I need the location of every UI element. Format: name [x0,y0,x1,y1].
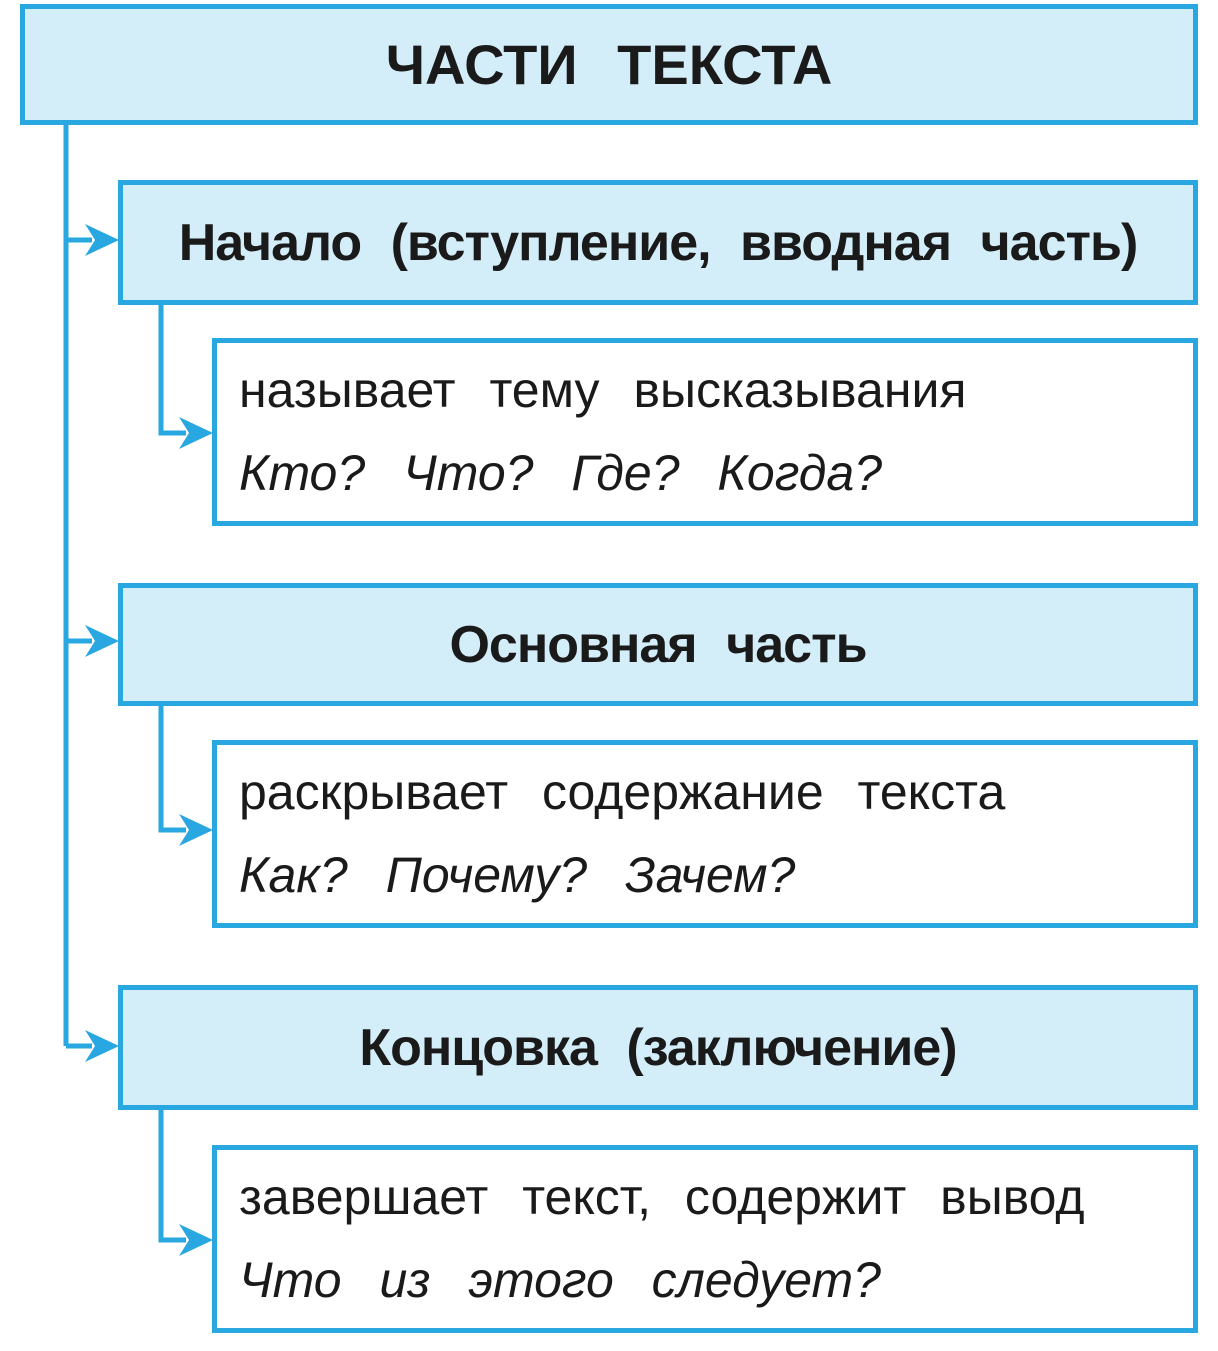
section-heading: Начало (вступление, вводная часть) [178,213,1139,272]
detail-description: раскрывает содержание текста [239,764,1006,820]
main-trunk-line [63,123,92,1049]
detail-description: завершает текст, содержит вывод [239,1169,1085,1225]
diagram-title: ЧАСТИ ТЕКСТА [385,33,833,96]
section-heading: Концовка (заключение) [359,1018,957,1077]
section-box-beginning: Начало (вступление, вводная часть) [118,180,1198,305]
arrow-icon [179,417,213,449]
detail-questions: Что из этого следует? [239,1252,881,1308]
detail-questions: Кто? Что? Где? Когда? [239,445,883,501]
section-box-main-part: Основная часть [118,583,1198,706]
detail-questions: Как? Почему? Зачем? [239,847,796,903]
detail-box-main-part: раскрывает содержание текста Как? Почему… [212,740,1198,928]
arrow-icon [85,1030,119,1062]
diagram-title-box: ЧАСТИ ТЕКСТА [20,4,1198,125]
arrow-icon [179,814,213,846]
arrow-icon [85,224,119,256]
detail-box-beginning: называет тему высказывания Кто? Что? Где… [212,338,1198,526]
section-box-ending: Концовка (заключение) [118,985,1198,1110]
arrow-icon [85,625,119,657]
arrow-icon [179,1224,213,1256]
detail-description: называет тему высказывания [239,362,967,418]
section-heading: Основная часть [449,615,867,674]
detail-box-ending: завершает текст, содержит вывод Что из э… [212,1145,1198,1333]
